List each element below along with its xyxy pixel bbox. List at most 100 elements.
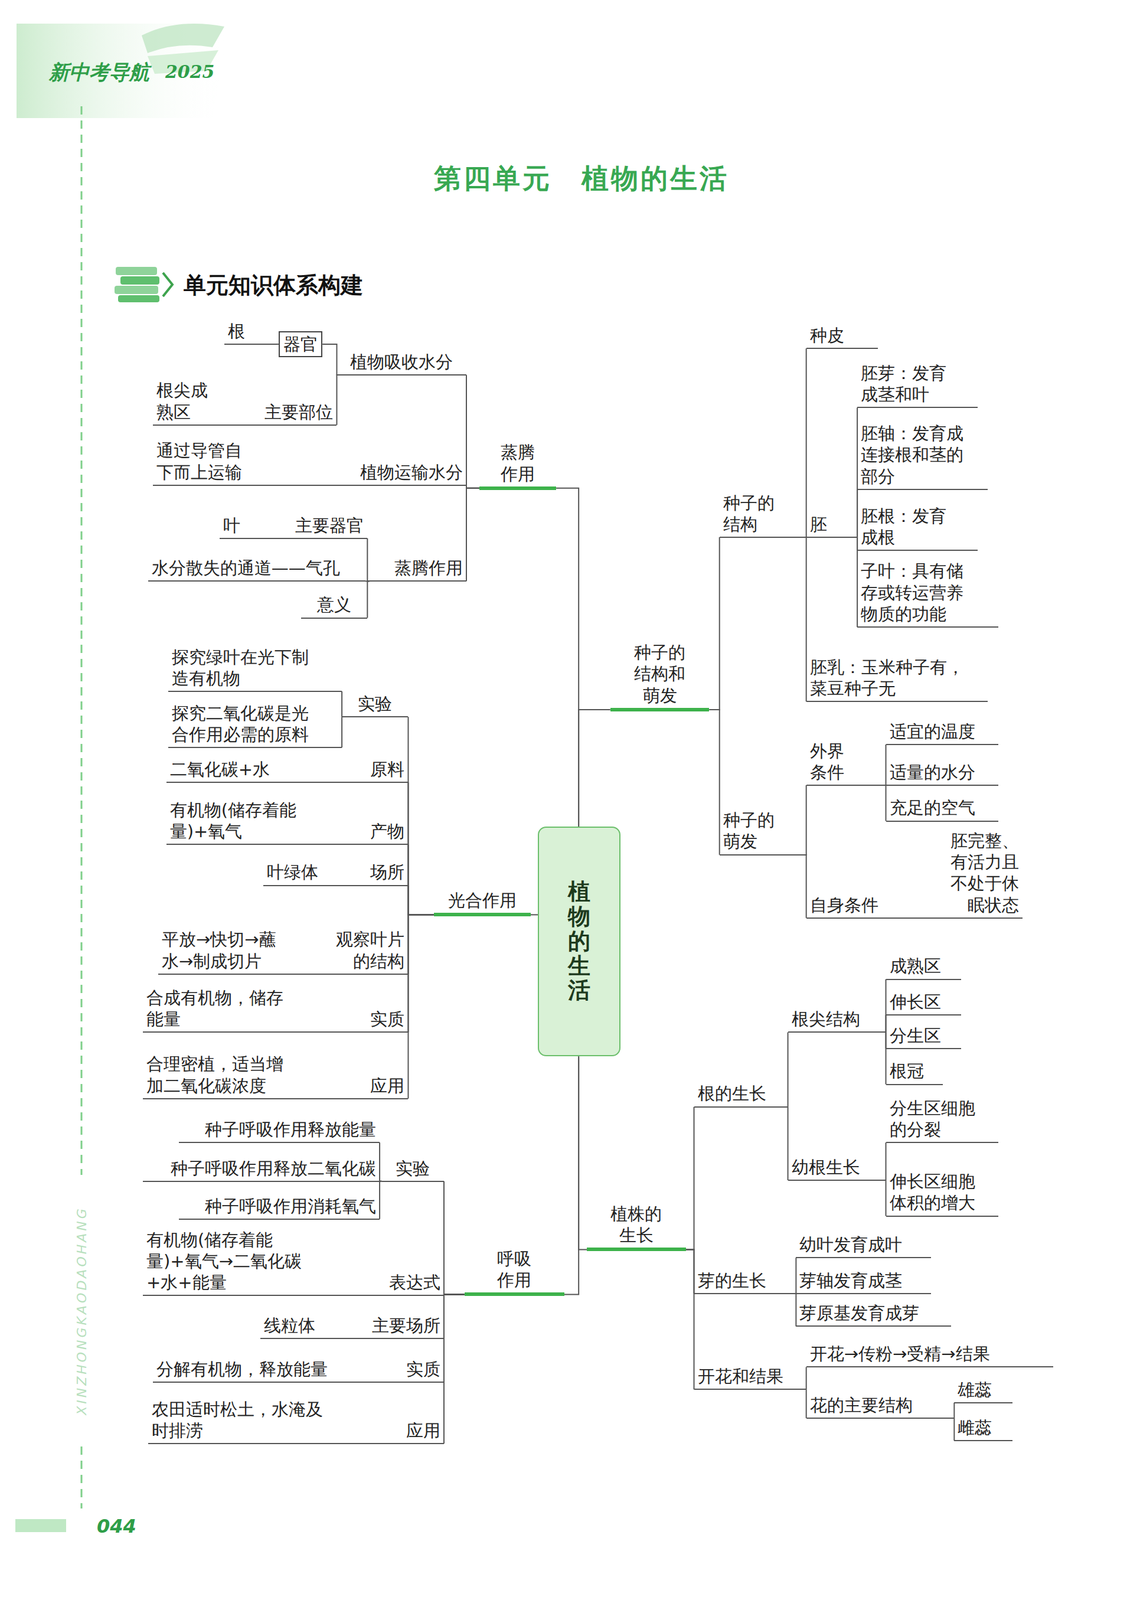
node-text: 叶: [223, 514, 241, 537]
header-brand: 新中考导航: [49, 59, 150, 87]
node-subtext: 原料: [370, 758, 405, 780]
topic-node: 根冠: [886, 1060, 944, 1085]
node-text: 植株的生长: [608, 1203, 664, 1247]
tree-connector: [709, 709, 720, 855]
node-text: 根尖成熟区: [156, 379, 212, 423]
tree-connector: [953, 1402, 955, 1419]
node-text: 探究二氧化碳是光合作用必需的原料: [171, 702, 313, 746]
node-subtext: 胚完整、有活力且不处于休眠状态: [945, 830, 1019, 916]
node-text: 分生区: [889, 1024, 942, 1047]
node-text: 呼吸作用: [495, 1248, 534, 1292]
topic-node: 花的主要结构: [806, 1394, 955, 1419]
topic-node: 种子呼吸作用消耗氧气: [178, 1195, 381, 1220]
ship-sketch: [141, 23, 225, 54]
topic-node: 芽原基发育成芽: [795, 1302, 952, 1327]
topic-node: 伸长区: [886, 991, 962, 1016]
topic-node: 叶绿体场所: [263, 861, 408, 886]
tree-connector: [443, 1181, 465, 1295]
topic-node: 开花→传粉→受精→结果: [806, 1343, 1054, 1368]
node-text: 种子呼吸作用释放能量: [204, 1118, 377, 1140]
dashed-margin: [80, 106, 83, 1175]
node-subtext: 实质: [406, 1358, 441, 1380]
topic-node: 充足的空气: [886, 796, 999, 822]
books-icon: [114, 266, 173, 303]
topic-node: 外界条件: [806, 740, 887, 787]
section-heading: 单元知识体系构建: [183, 270, 364, 301]
node-text: 胚: [809, 513, 828, 535]
tree-connector: [805, 1366, 808, 1390]
node-text: 外界条件: [809, 740, 848, 784]
node-text: 伸长区细胞体积的增大: [889, 1170, 979, 1214]
tree-connector: [443, 1294, 465, 1339]
topic-node: 胚芽：发育成茎和叶: [857, 362, 978, 409]
node-subtext: 植物运输水分: [360, 461, 463, 483]
tree-connector: [530, 913, 538, 916]
node-text: 胚芽：发育成茎和叶: [860, 362, 950, 406]
header-year: 2025: [165, 61, 215, 83]
topic-node: 叶主要器官: [219, 514, 368, 540]
topic-node: 根尖成熟区主要部位: [152, 379, 337, 426]
tree-connector: [556, 488, 579, 827]
tree-connector: [564, 1056, 579, 1295]
topic-node: 探究二氧化碳是光合作用必需的原料: [168, 702, 342, 749]
node-subtext: 场所: [370, 861, 405, 883]
tree-connector: [787, 1031, 789, 1107]
topic-node: 种子的萌发: [719, 809, 807, 856]
topic-node: 根: [224, 320, 278, 345]
topic-node: 种皮: [806, 324, 878, 349]
topic-node: 有机物(储存着能量)+氧气→二氧化碳+水+能量表达式: [142, 1229, 444, 1297]
node-text: 芽的生长: [697, 1269, 767, 1292]
topic-node: 雌蕊: [954, 1416, 1013, 1442]
tree-connector: [686, 1106, 695, 1250]
topic-node: 幼叶发育成叶: [795, 1233, 931, 1259]
node-text: 开花→传粉→受精→结果: [809, 1343, 991, 1365]
topic-node: 分解有机物，释放能量实质: [152, 1358, 444, 1383]
tree-connector: [578, 1056, 587, 1250]
tree-connector: [709, 537, 720, 710]
topic-node: 成熟区: [886, 955, 962, 980]
node-subtext: 应用: [406, 1419, 441, 1442]
node-text: 幼叶发育成叶: [799, 1233, 903, 1256]
branch-node: 呼吸作用: [464, 1248, 565, 1297]
topic-node: 二氧化碳+水 原料: [166, 758, 409, 783]
topic-node: 实验: [341, 693, 408, 718]
node-text: 平放→快切→蘸水→制成切片: [161, 928, 286, 972]
page-number: 044: [96, 1514, 137, 1538]
topic-node: 分生区细胞的分裂: [886, 1097, 999, 1144]
node-text: 自身条件: [809, 894, 879, 916]
center-box: 植物的生活: [537, 826, 621, 1057]
topic-node: 芽的生长: [694, 1269, 797, 1295]
node-subtext: 应用: [370, 1075, 405, 1097]
node-subtext: 主要场所: [371, 1314, 441, 1337]
node-text: 种子的结构和萌发: [632, 641, 688, 707]
node-text: 根冠: [889, 1060, 924, 1082]
node-text: 植物的生活: [567, 879, 591, 1004]
node-text: 分生区细胞的分裂: [889, 1097, 979, 1141]
node-text: 线粒体: [263, 1314, 316, 1337]
topic-node: 子叶：具有储存或转运营养物质的功能: [857, 560, 999, 628]
node-text: 充足的空气: [889, 796, 976, 819]
topic-node: 探究绿叶在光下制造有机物: [168, 646, 342, 693]
node-subtext: 观察叶片的结构: [331, 928, 405, 972]
node-text: 花的主要结构: [809, 1394, 913, 1416]
tree-connector: [686, 1249, 695, 1294]
boxed-node: 器官: [278, 331, 323, 358]
node-text: 二氧化碳+水: [170, 758, 270, 780]
topic-node: 有机物(储存着能量)+氧气产物: [166, 799, 409, 846]
node-text: 种皮: [809, 324, 845, 346]
dashed-margin: [80, 1446, 83, 1509]
node-text: 芽原基发育成芽: [799, 1302, 920, 1324]
topic-node: 实验: [381, 1157, 444, 1182]
node-text: 蒸腾作用: [394, 557, 463, 579]
branch-node: 光合作用: [433, 889, 531, 917]
tree-connector: [407, 885, 434, 916]
node-text: 胚轴：发育成连接根和茎的部分: [860, 422, 968, 488]
topic-node: 平放→快切→蘸水→制成切片 观察叶片的结构: [158, 928, 409, 975]
node-text: 通过导管自下而上运输: [156, 439, 246, 483]
node-text: 成熟区: [889, 955, 942, 977]
topic-node: 雄蕊: [954, 1379, 1013, 1404]
node-text: 根: [227, 320, 246, 342]
node-text: 幼根生长: [791, 1156, 861, 1178]
tree-connector: [335, 374, 338, 426]
tree-connector: [443, 1294, 465, 1444]
